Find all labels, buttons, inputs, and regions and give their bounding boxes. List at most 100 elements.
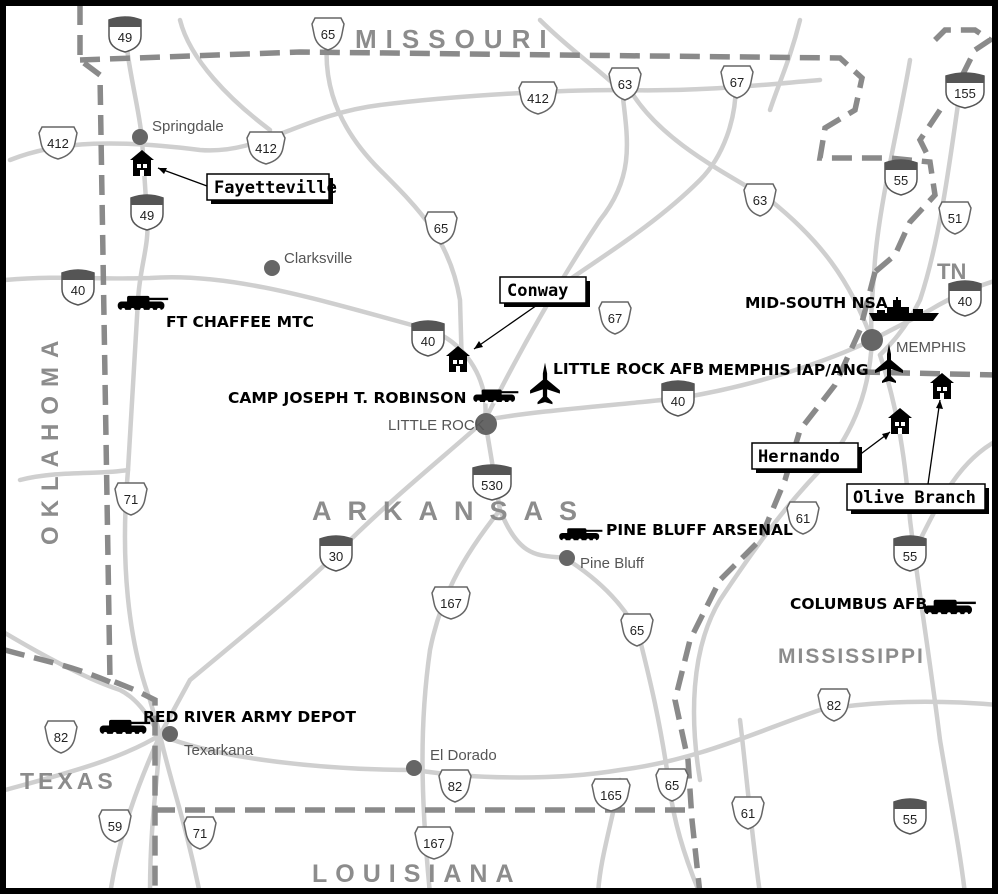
city-label-springdale: Springdale	[152, 118, 224, 135]
house-icon-conway	[446, 346, 470, 372]
us-route-shield-us63-north: 63	[608, 67, 642, 101]
house-icon-olive-branch	[930, 373, 954, 399]
us-route-number: 167	[440, 596, 462, 611]
city-label-little-rock: LITTLE ROCK	[388, 417, 485, 434]
site-label-camp-robinson: CAMP JOSEPH T. ROBINSON	[228, 389, 466, 407]
tank-icon-ft-chaffee	[117, 295, 169, 312]
city-dot-clarksville	[264, 260, 280, 276]
us-route-number: 412	[527, 91, 549, 106]
interstate-shield-i155: 155	[945, 72, 985, 109]
us-route-shield-us412-central: 412	[246, 131, 286, 165]
us-route-number: 82	[54, 730, 68, 745]
us-route-shield-us65-mid: 65	[424, 211, 458, 245]
us-route-shield-us51: 51	[938, 201, 972, 235]
route-shields: 49 49 40 40 40 40 530 30 55 55 55 155 65 412 412 412 63 6…	[38, 16, 985, 860]
site-label-red-river: RED RIVER ARMY DEPOT	[143, 708, 356, 726]
interstate-number: 40	[958, 294, 972, 309]
state-label-oklahoma: OKLAHOMA	[37, 332, 64, 545]
us-route-shield-us61-south: 61	[731, 796, 765, 830]
us-route-number: 412	[47, 136, 69, 151]
city-dot-little-rock	[475, 413, 497, 435]
us-route-shield-us65-north: 65	[311, 17, 345, 51]
interstate-number: 40	[71, 283, 85, 298]
us-route-number: 61	[796, 511, 810, 526]
us-route-shield-us65-se: 65	[655, 768, 689, 802]
us-route-shield-us63-east: 63	[743, 183, 777, 217]
tank-icon-columbus-afb	[924, 599, 976, 617]
interstate-number: 55	[894, 173, 908, 188]
interstate-number: 530	[481, 478, 503, 493]
us-route-number: 65	[665, 778, 679, 793]
us-route-shield-us65-south: 65	[620, 613, 654, 647]
interstate-shield-i49-north: 49	[108, 16, 142, 53]
us-route-number: 82	[827, 698, 841, 713]
callout-label-hernando: Hernando	[758, 447, 840, 467]
interstate-number: 49	[118, 30, 132, 45]
callout-hernando: Hernando	[751, 431, 891, 473]
city-label-memphis: MEMPHIS	[896, 339, 966, 356]
interstate-number: 30	[329, 549, 343, 564]
interstate-shield-i30: 30	[319, 535, 353, 572]
interstate-shield-i40-tn: 40	[948, 280, 982, 317]
us-route-number: 82	[448, 779, 462, 794]
us-route-number: 412	[255, 141, 277, 156]
us-route-number: 71	[193, 826, 207, 841]
interstate-number: 55	[903, 549, 917, 564]
interstate-number: 40	[671, 394, 685, 409]
city-dot-springdale	[132, 129, 148, 145]
us-route-shield-us82-ms: 82	[817, 688, 851, 722]
state-borders	[4, 5, 998, 894]
city-label-clarksville: Clarksville	[284, 250, 352, 267]
callout-fayetteville: Fayetteville	[157, 167, 337, 204]
us-route-shield-us412-west: 412	[38, 126, 78, 160]
callout-conway: Conway	[473, 276, 590, 350]
us-route-shield-us67-mid: 67	[598, 301, 632, 335]
city-dot-pine-bluff	[559, 550, 575, 566]
us-route-shield-us61-ms: 61	[786, 501, 820, 535]
state-label-missouri: MISSOURI	[355, 24, 556, 54]
interstate-number: 55	[903, 812, 917, 827]
us-route-shield-us71: 71	[114, 482, 148, 516]
interstate-shield-i40-west: 40	[61, 269, 95, 306]
site-label-ft-chaffee: FT CHAFFEE MTC	[166, 313, 314, 331]
city-dot-el-dorado	[406, 760, 422, 776]
city-dot-texarkana	[162, 726, 178, 742]
us-route-shield-us67-north: 67	[720, 65, 754, 99]
us-route-number: 65	[434, 221, 448, 236]
city-dot-memphis	[861, 329, 883, 351]
state-label-arkansas: ARKANSAS	[312, 496, 593, 526]
interstate-shield-i40-central: 40	[411, 320, 445, 357]
state-label-mississippi: MISSISSIPPI	[778, 645, 925, 668]
us-route-shield-us165: 165	[591, 778, 631, 812]
us-route-number: 59	[108, 819, 122, 834]
site-label-mid-south-nsa: MID-SOUTH NSA	[745, 294, 888, 312]
interstate-number: 49	[140, 208, 154, 223]
us-route-number: 63	[618, 77, 632, 92]
site-label-little-rock-afb: LITTLE ROCK AFB	[553, 360, 704, 378]
us-route-shield-us71-south: 71	[183, 816, 217, 850]
interstate-shield-i49-south: 49	[130, 194, 164, 231]
interstate-number: 40	[421, 334, 435, 349]
us-route-shield-us412-east: 412	[518, 81, 558, 115]
callout-label-fayetteville: Fayetteville	[214, 178, 337, 198]
us-route-number: 65	[321, 27, 335, 42]
city-label-texarkana: Texarkana	[184, 742, 254, 759]
us-route-number: 51	[948, 211, 962, 226]
interstate-shield-i55-ms: 55	[893, 535, 927, 572]
us-route-shield-us82-east: 82	[438, 769, 472, 803]
interstate-shield-i55-south: 55	[893, 798, 927, 835]
interstate-shield-i55-north: 55	[884, 159, 918, 196]
callout-label-olive-branch: Olive Branch	[853, 488, 976, 508]
city-label-el-dorado: El Dorado	[430, 747, 497, 764]
interstate-shield-i40-east: 40	[661, 380, 695, 417]
site-label-pine-bluff-arsenal: PINE BLUFF ARSENAL	[606, 521, 793, 539]
us-route-number: 63	[753, 193, 767, 208]
house-icon-fayetteville	[130, 150, 154, 176]
tank-icon-pine-bluff-arsenal	[559, 528, 603, 542]
site-label-columbus-afb: COLUMBUS AFB	[790, 595, 927, 613]
us-route-shield-us167-mid: 167	[431, 586, 471, 620]
callout-label-conway: Conway	[507, 281, 568, 301]
house-icon-hernando	[888, 408, 912, 434]
